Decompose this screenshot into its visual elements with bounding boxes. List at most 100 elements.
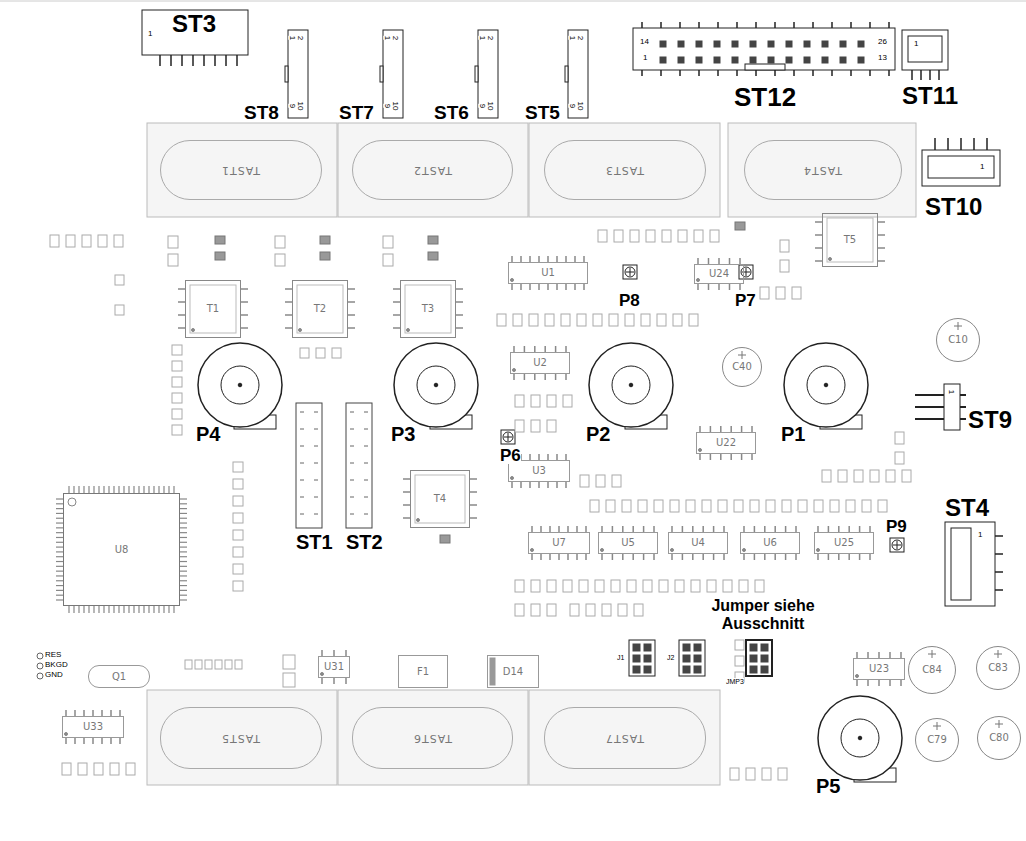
smd-pad bbox=[235, 660, 242, 669]
electrolytic-capacitor: C84 bbox=[908, 646, 956, 694]
pin-lead bbox=[92, 738, 94, 744]
connector-pin bbox=[364, 497, 368, 498]
smd-pad bbox=[316, 348, 325, 358]
pin-lead bbox=[692, 554, 694, 560]
pin-lead bbox=[697, 284, 699, 290]
pin-lead bbox=[83, 606, 84, 613]
pin-number: 2 bbox=[486, 36, 494, 40]
connector-pin bbox=[840, 41, 846, 47]
callout-label: P2 bbox=[586, 424, 610, 444]
smd-pad bbox=[611, 580, 620, 592]
pin-lead bbox=[56, 546, 63, 547]
pin-lead bbox=[180, 527, 187, 528]
connector-pin bbox=[696, 41, 702, 47]
pin-lead bbox=[470, 517, 477, 519]
pin-lead bbox=[180, 556, 187, 557]
smd-pad bbox=[798, 500, 807, 512]
pin-number: 10 bbox=[391, 102, 399, 111]
smd-pad bbox=[570, 604, 579, 616]
pin1-mark bbox=[299, 329, 302, 332]
connector-pin bbox=[804, 57, 810, 63]
jumper-header bbox=[679, 640, 705, 676]
pot-center bbox=[629, 383, 633, 387]
trimmer-slot bbox=[630, 268, 631, 276]
pin-lead bbox=[403, 478, 410, 480]
pin-lead bbox=[795, 554, 797, 560]
pin-lead bbox=[103, 606, 104, 613]
connector-pin bbox=[732, 57, 738, 63]
pin-number: 26 bbox=[878, 38, 887, 46]
smd-pad bbox=[110, 763, 119, 775]
connector-key bbox=[745, 64, 785, 70]
connector-pin bbox=[960, 394, 966, 396]
smd-pad bbox=[735, 640, 744, 650]
transistor-tab bbox=[297, 285, 343, 333]
pin-lead bbox=[671, 554, 673, 560]
connector-pin bbox=[768, 57, 774, 63]
jumper-pin bbox=[644, 655, 651, 662]
pin-lead bbox=[93, 486, 94, 493]
callout-label: ST7 bbox=[339, 103, 374, 122]
smd-pad bbox=[547, 580, 556, 592]
smd-pad bbox=[673, 314, 682, 326]
pin-number: 1 bbox=[980, 163, 984, 171]
smd-pad bbox=[596, 475, 605, 487]
transistor-tab bbox=[405, 285, 451, 333]
connector-pin bbox=[364, 463, 368, 464]
smd-pad bbox=[547, 395, 556, 407]
button-frame bbox=[728, 123, 916, 217]
component-name: C83 bbox=[988, 663, 1008, 673]
pin-lead bbox=[173, 486, 174, 493]
connector-pin bbox=[300, 463, 304, 464]
smd-pad bbox=[383, 236, 393, 248]
pin-lead bbox=[540, 554, 542, 560]
polarity-mark bbox=[742, 351, 743, 359]
transistor-package: T1 bbox=[185, 280, 241, 338]
connector-pin bbox=[641, 70, 643, 76]
smd-pad bbox=[78, 763, 87, 775]
pin-lead bbox=[93, 606, 94, 613]
pin-lead bbox=[838, 554, 840, 560]
connector-pin bbox=[750, 57, 756, 63]
pin-lead bbox=[158, 606, 159, 613]
connector-pin bbox=[995, 571, 1003, 573]
smd-pad bbox=[612, 475, 621, 487]
component-name: T5 bbox=[844, 235, 856, 245]
smd-pad bbox=[563, 395, 572, 407]
pin-lead bbox=[56, 513, 63, 514]
connector-pin bbox=[736, 22, 738, 28]
polarity-mark bbox=[998, 650, 999, 658]
callout-label: P5 bbox=[816, 776, 840, 796]
connector-key bbox=[475, 66, 478, 82]
pin-lead bbox=[118, 486, 119, 493]
electrolytic-capacitor: C40 bbox=[722, 347, 762, 387]
connector-pin bbox=[225, 55, 227, 66]
smd-pad bbox=[630, 230, 639, 242]
pin-lead bbox=[403, 504, 410, 506]
pin-lead bbox=[180, 498, 187, 499]
jumper-header bbox=[746, 640, 772, 676]
smd-pad bbox=[694, 230, 703, 242]
test-point bbox=[37, 663, 43, 669]
smd-pad bbox=[614, 230, 623, 242]
pin-lead bbox=[723, 554, 725, 560]
smd-pad bbox=[300, 348, 309, 358]
smd-pad bbox=[62, 763, 71, 775]
connector-pin bbox=[364, 514, 368, 515]
callout-label: ST2 bbox=[346, 532, 383, 552]
pin-lead bbox=[56, 527, 63, 528]
pin-lead bbox=[878, 680, 880, 686]
diode-pad bbox=[215, 236, 225, 244]
pin-lead bbox=[456, 288, 463, 290]
pin1-mark bbox=[829, 258, 832, 261]
component-name: U4 bbox=[691, 538, 705, 548]
pin-lead bbox=[682, 554, 684, 560]
microcontroller: U8 bbox=[63, 493, 180, 606]
connector-pin bbox=[869, 70, 871, 76]
smd-pad bbox=[195, 660, 202, 669]
pin-lead bbox=[108, 606, 109, 613]
pin-lead bbox=[741, 454, 743, 460]
connector-pin bbox=[300, 429, 304, 430]
smd-pad bbox=[622, 500, 631, 512]
